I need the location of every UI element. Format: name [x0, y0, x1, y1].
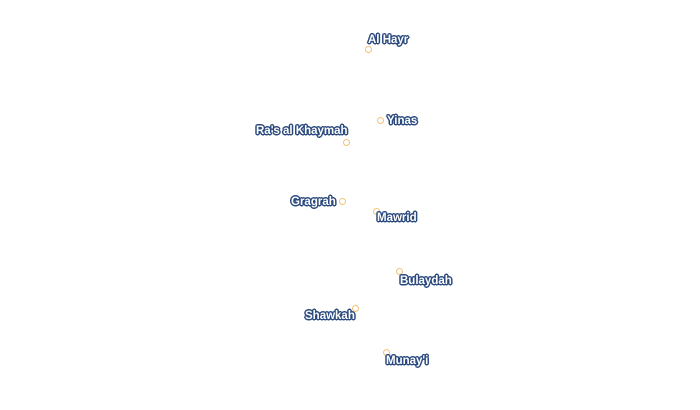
place-marker-icon[interactable] [343, 139, 350, 146]
place-marker-icon[interactable] [377, 117, 384, 124]
place-label: Al Hayr [368, 34, 409, 46]
place-marker-icon[interactable] [396, 268, 403, 275]
place-label: Bulaydah [400, 275, 452, 287]
place-marker-icon[interactable] [339, 198, 346, 205]
place-label: Mawrid [377, 212, 417, 224]
place-marker-icon[interactable] [352, 305, 359, 312]
place-marker-icon[interactable] [365, 46, 372, 53]
place-label: Gragrah [291, 196, 336, 208]
place-label: Yinas [387, 115, 418, 127]
place-marker-icon[interactable] [383, 349, 390, 356]
place-marker-icon[interactable] [373, 208, 380, 215]
place-label: Shawkah [305, 310, 355, 322]
place-label: Munay'i [386, 355, 429, 367]
place-label: Ra's al Khaymah [256, 125, 348, 137]
